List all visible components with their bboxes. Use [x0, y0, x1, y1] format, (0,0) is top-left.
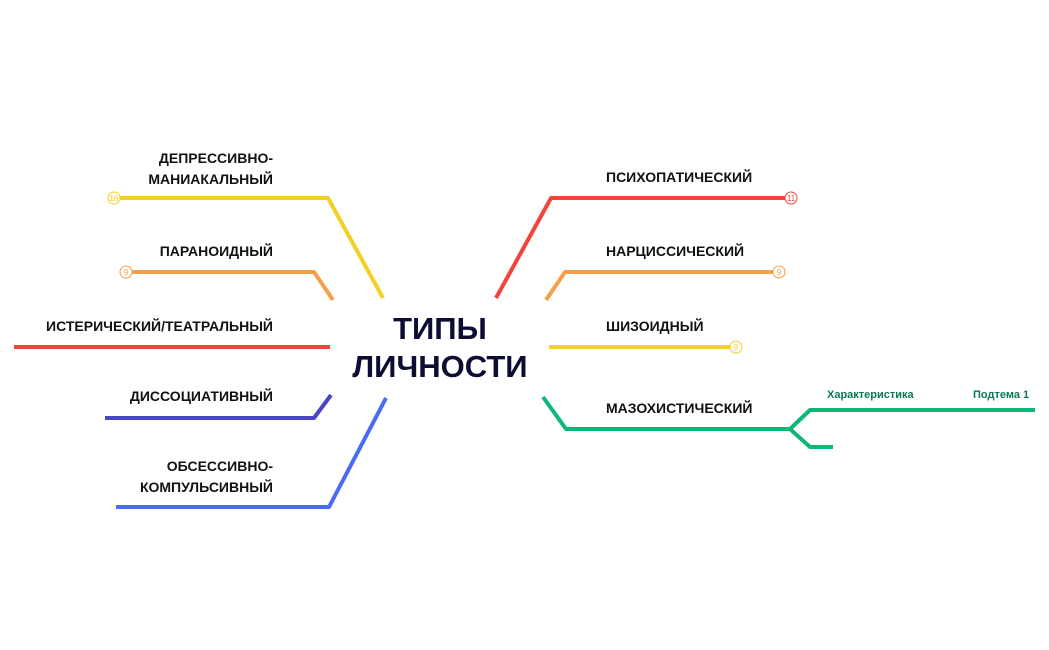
- topic-psychopathic[interactable]: ПСИХОПАТИЧЕСКИЙ: [606, 169, 753, 185]
- topic-dissociative[interactable]: ДИССОЦИАТИВНЫЙ: [129, 388, 273, 404]
- count-badge-text: 16: [110, 194, 119, 203]
- topic-paranoid[interactable]: ПАРАНОИДНЫЙ: [159, 243, 273, 259]
- central-topic-line: ЛИЧНОСТИ: [352, 349, 528, 384]
- count-badge-text: 9: [734, 343, 739, 352]
- branch-line-narcissistic[interactable]: [544, 270, 773, 302]
- topic-narcissistic[interactable]: НАРЦИССИЧЕСКИЙ: [606, 243, 745, 259]
- topic-histrionic[interactable]: ИСТЕРИЧЕСКИЙ/ТЕАТРАЛЬНЫЙ: [46, 318, 273, 334]
- branch-line-dissociative[interactable]: [105, 393, 333, 420]
- count-badge-text: 9: [777, 268, 782, 277]
- count-badge[interactable]: [729, 340, 743, 354]
- topic-masochistic[interactable]: МАЗОХИСТИЧЕСКИЙ: [606, 400, 753, 416]
- count-badge-text: 11: [787, 194, 796, 203]
- topic-label: ОБСЕССИВНО-: [166, 458, 273, 474]
- branch-line-paranoid[interactable]: [132, 270, 335, 302]
- count-badge[interactable]: [107, 191, 121, 205]
- topic-label: КОМПУЛЬСИВНЫЙ: [139, 479, 273, 495]
- topic-label: МАНИАКАЛЬНЫЙ: [148, 171, 273, 187]
- central-topic[interactable]: ТИПЫ ЛИЧНОСТИ: [340, 310, 540, 386]
- count-badge[interactable]: [772, 265, 786, 279]
- central-topic-line: ТИПЫ: [393, 311, 487, 346]
- topic-label: ДЕПРЕССИВНО-: [158, 150, 273, 166]
- count-badge[interactable]: [784, 191, 798, 205]
- count-badge[interactable]: [119, 265, 133, 279]
- branch-line-depressive[interactable]: [120, 196, 385, 299]
- subtopic-subtopic-1[interactable]: Подтема 1: [973, 389, 1030, 401]
- branch-line-masochistic[interactable]: [541, 395, 790, 431]
- topic-schizoid[interactable]: ШИЗОИДНЫЙ: [606, 318, 704, 334]
- subtopic-characteristic[interactable]: Характеристика: [827, 389, 914, 401]
- topic-depressive-manic[interactable]: ДЕПРЕССИВНО- МАНИАКАЛЬНЫЙ: [148, 148, 273, 190]
- branch-line-psychopathic[interactable]: [494, 196, 785, 299]
- count-badge-text: 9: [124, 268, 129, 277]
- subbranch-line-empty[interactable]: [788, 427, 833, 449]
- branch-line-obsessive[interactable]: [116, 397, 388, 509]
- subbranch-line-characteristic[interactable]: [788, 408, 1035, 431]
- topic-obsessive-compulsive[interactable]: ОБСЕССИВНО- КОМПУЛЬСИВНЫЙ: [140, 456, 273, 498]
